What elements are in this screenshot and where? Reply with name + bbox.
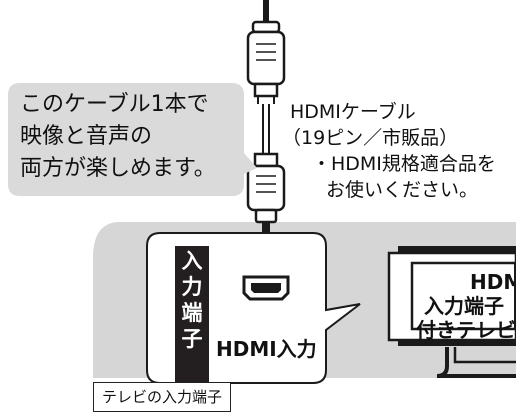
- hdmi-port-icon: [242, 275, 290, 301]
- tv-screen-edge: [514, 264, 516, 328]
- tv-label-line-1: HDMI: [470, 270, 516, 294]
- speech-bubble: [8, 83, 257, 196]
- cable-top: [263, 0, 269, 22]
- vertical-label-char-1: 入: [181, 249, 203, 273]
- hdmi-connector-bottom: [246, 152, 286, 224]
- vertical-label-char-3: 端: [181, 301, 203, 325]
- cable-name-label: HDMIケーブル: [290, 101, 416, 123]
- tv-label-line-3: 付きテレビ: [416, 318, 516, 342]
- input-terminal-vertical-label: 入 力 端 子: [175, 246, 209, 404]
- tv-label-line-2: 入力端子: [424, 294, 504, 318]
- vertical-label-char-2: 力: [181, 275, 203, 299]
- cable-note-line-2: お使いください。: [326, 179, 479, 201]
- cable-spec-label: （19ピン／市販品）: [282, 127, 459, 149]
- hdmi-input-label: HDMI入力: [216, 337, 317, 361]
- bubble-line-2: 映像と音声の: [20, 124, 153, 149]
- vertical-label-char-4: 子: [181, 327, 203, 351]
- cable-middle: [262, 104, 270, 158]
- tv-illustration: [387, 246, 516, 378]
- bubble-line-1: このケーブル1本で: [20, 92, 209, 117]
- figure-caption: テレビの入力端子: [93, 382, 232, 412]
- cable-note-line-1: ・HDMI規格適合品を: [312, 153, 496, 175]
- hdmi-connector-top: [246, 20, 286, 104]
- bubble-line-3: 両方が楽しめます。: [20, 156, 216, 181]
